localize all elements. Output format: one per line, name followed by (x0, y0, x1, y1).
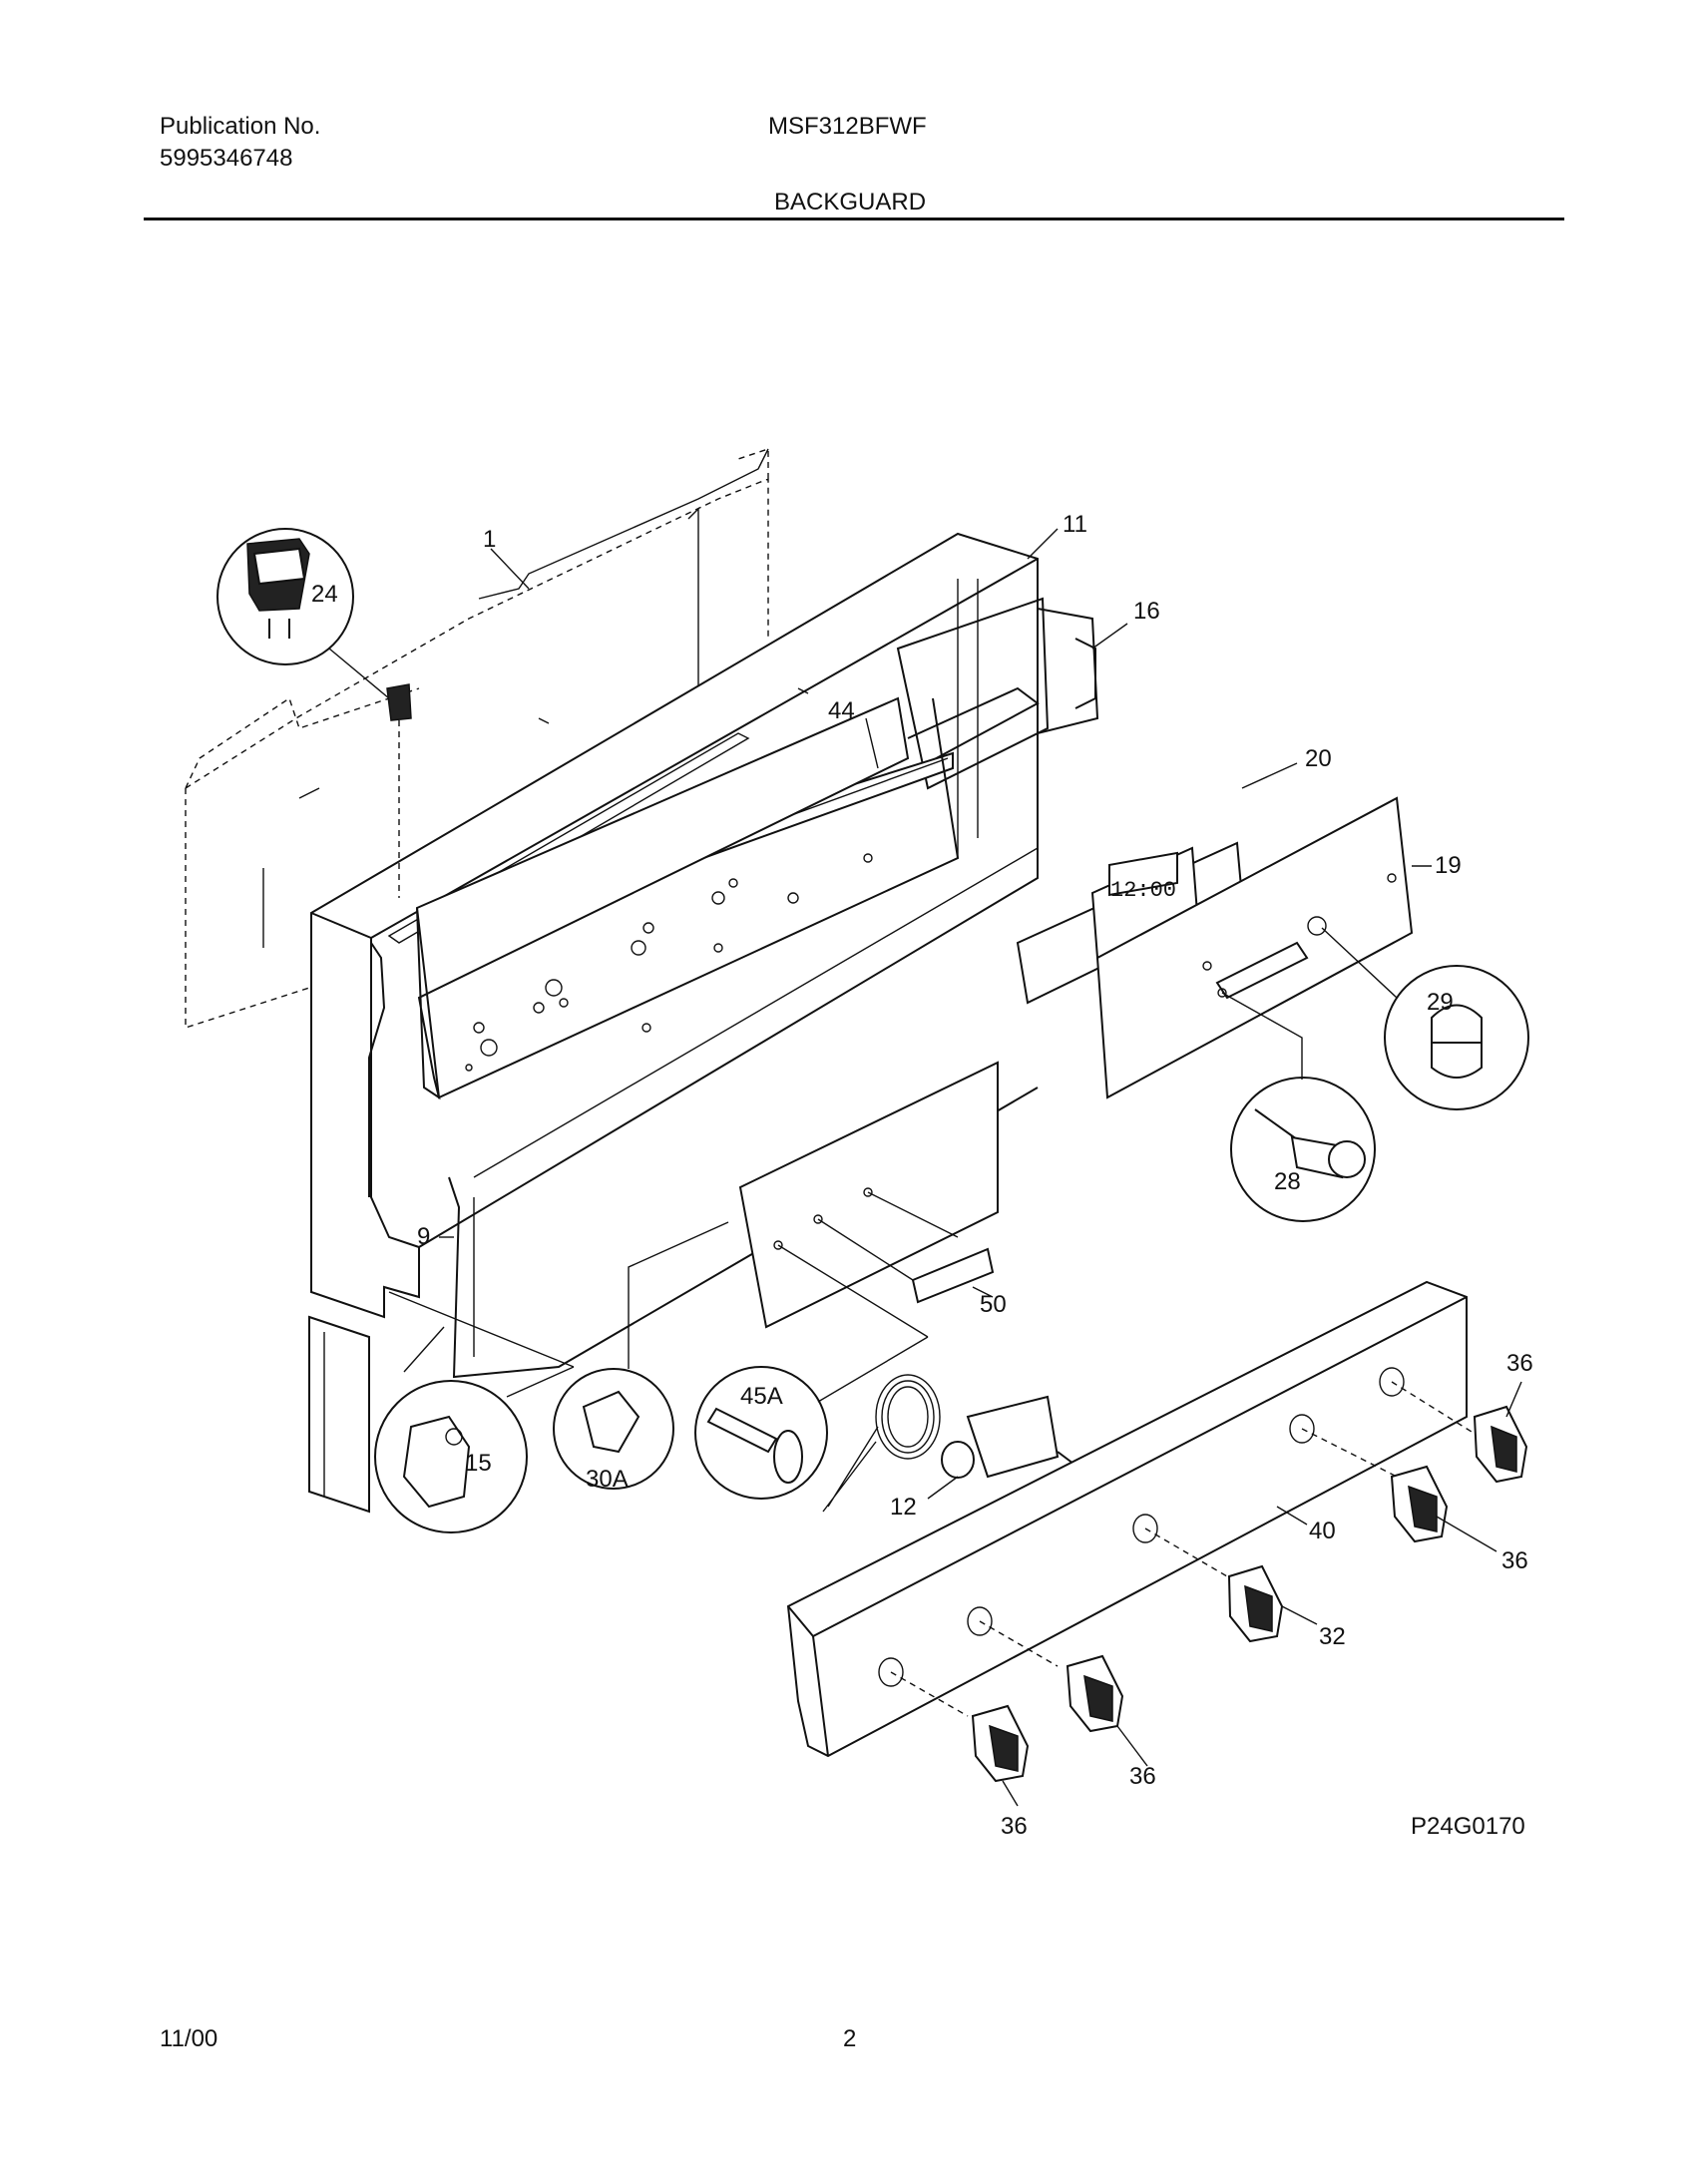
lower-side-bracket (308, 1315, 370, 1514)
detail-circle-part-15 (374, 1291, 575, 1533)
front-control-panel (415, 696, 960, 1100)
callout-label: 9 (417, 1223, 430, 1250)
overlay-panel-part-19 (1095, 796, 1414, 1099)
callout-label: 36 (1001, 1813, 1028, 1840)
detail-circle-part-24 (216, 528, 412, 898)
footer-date: 11/00 (160, 2025, 218, 2052)
detail-circle-part-45A (694, 1336, 929, 1500)
callout-label: 30A (586, 1466, 629, 1493)
control-window-frame-part-16 (896, 597, 1099, 790)
callout-label: 40 (1309, 1518, 1336, 1544)
callout-label: 36 (1506, 1350, 1533, 1377)
callout-label: 28 (1274, 1168, 1301, 1195)
callout-label: 45A (740, 1383, 783, 1410)
callout-label: 16 (1133, 598, 1160, 625)
detail-circle-part-29 (1321, 927, 1529, 1110)
callout-leaders (439, 528, 1522, 1807)
callout-label: 12 (890, 1494, 917, 1521)
callout-label: 11 (1063, 511, 1087, 538)
manifold-panel-part-40 (786, 1280, 1473, 1758)
callout-label: 20 (1305, 745, 1332, 772)
clock-display-text: 12:00 (1110, 878, 1176, 903)
rear-panel-part-1 (185, 448, 769, 1029)
section-title: BACKGUARD (774, 189, 927, 216)
detail-circle-part-30A (553, 1221, 729, 1490)
clock-assembly-part-20: 12:00 (1016, 841, 1244, 1005)
header-rule (144, 218, 1564, 220)
burner-knob (971, 1704, 1030, 1783)
callout-label: 36 (1129, 1763, 1156, 1790)
burner-knob (1227, 1564, 1284, 1643)
callout-label: 36 (1501, 1547, 1528, 1574)
burner-knob (1066, 1654, 1124, 1733)
callout-label: 32 (1319, 1623, 1346, 1650)
detail-circle-part-28 (1221, 992, 1376, 1222)
drawing-id: P24G0170 (1411, 1813, 1525, 1840)
callout-label: 19 (1435, 852, 1462, 879)
publication-number: 5995346748 (160, 145, 293, 172)
burner-knob (1390, 1465, 1449, 1543)
page-number: 2 (843, 2025, 857, 2052)
subpanel-part-50 (738, 1061, 999, 1338)
callout-label: 15 (465, 1450, 492, 1477)
callout-label: 1 (483, 526, 496, 553)
callout-label: 44 (828, 697, 855, 724)
publication-label: Publication No. (160, 113, 321, 140)
callout-label: 29 (1427, 989, 1454, 1016)
callout-label: 24 (311, 581, 338, 608)
model-number: MSF312BFWF (768, 113, 927, 140)
callout-label: 50 (980, 1291, 1007, 1318)
burner-knob (1473, 1405, 1528, 1484)
